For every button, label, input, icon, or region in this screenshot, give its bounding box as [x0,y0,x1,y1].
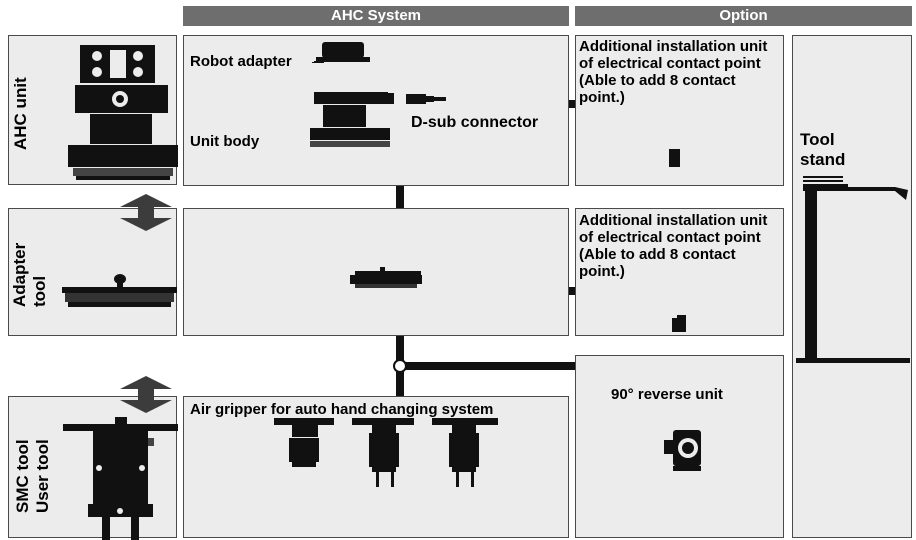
junction-node-icon [393,359,407,373]
header-option: Option [575,6,912,26]
double-arrow-icon-lower [120,376,172,413]
reverse-unit-label: 90° reverse unit [611,386,723,403]
gripper-panel-title: Air gripper for auto hand changing syste… [190,401,494,418]
robot-adapter-label: Robot adapter [190,53,292,70]
dsub-connector-icon [406,94,446,104]
connection-lines [396,100,575,396]
electrical-option-text-2: Additional installation unit of electric… [579,212,768,280]
electrical-option-text-1: Additional installation unit of electric… [579,38,768,106]
robot-adapter-icon [314,42,370,63]
adapter-tool-label-line1: Adapter [10,242,29,307]
ahc-system-panel [183,35,569,186]
tool-stand-label-line2: stand [800,150,846,169]
double-arrow-icon-upper [120,194,172,231]
gripper-small-icon [274,418,334,467]
ahc-unit-label: AHC unit [11,77,30,150]
ahc-unit-drawing-icon [68,45,178,180]
contact-unit-icon-2 [672,315,686,332]
adapter-tool-drawing-icon [62,274,177,307]
unit-body-icon [310,92,394,147]
unit-body-label: Unit body [190,133,260,150]
tool-stand-label-line1: Tool [800,130,835,149]
adapter-panel-drawing-icon [350,267,422,288]
contact-unit-icon-1 [669,149,680,167]
electrical-option-panel-2 [575,208,784,336]
dsub-connector-label: D-sub connector [411,114,539,131]
robot-adapter-leader-line [312,62,324,63]
tool-stand-icon [796,176,910,363]
gripper-large-icon [432,418,498,487]
header-ahc-system: AHC System [183,6,569,26]
smc-tool-drawing-icon [63,417,178,540]
smc-tool-label-line1: SMC tool [13,439,32,513]
adapter-tool-label-line2: tool [30,275,49,307]
gripper-medium-icon [352,418,414,487]
smc-tool-label-line2: User tool [33,439,52,513]
reverse-unit-icon [664,430,701,471]
